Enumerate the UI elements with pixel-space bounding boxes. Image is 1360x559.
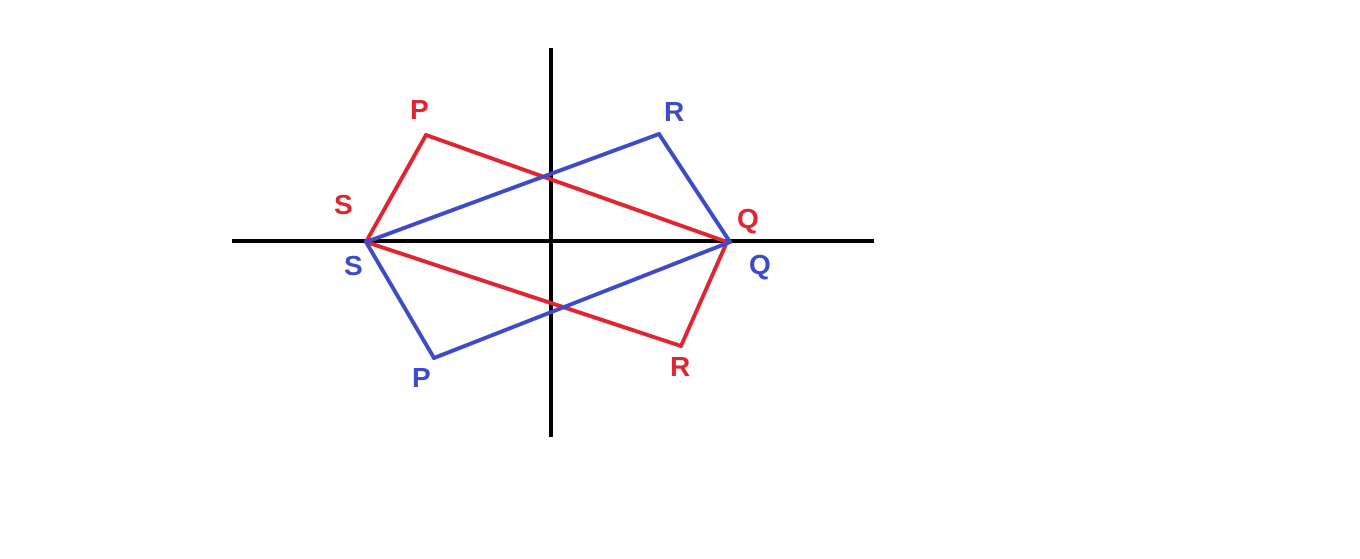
red-vertex-label-p: P <box>410 94 429 125</box>
blue-edge-qp <box>432 240 732 360</box>
red-rectangle <box>364 133 729 348</box>
blue-vertex-label-p: P <box>412 362 431 393</box>
blue-vertex-label-s: S <box>344 250 363 281</box>
red-edge-rs <box>364 240 683 348</box>
red-vertex-label-r: R <box>670 351 690 382</box>
blue-edge-sr <box>364 132 661 244</box>
blue-vertex-label-r: R <box>664 96 684 127</box>
blue-vertex-label-q: Q <box>749 249 771 280</box>
red-vertex-label-s: S <box>334 189 353 220</box>
red-vertex-label-q: Q <box>737 203 759 234</box>
blue-edge-rq <box>657 132 732 244</box>
blue-edge-ps <box>364 240 436 360</box>
red-edge-sp <box>364 133 428 244</box>
blue-rectangle <box>364 132 732 360</box>
red-edge-qr <box>679 240 729 348</box>
red-edge-pq <box>424 133 729 244</box>
